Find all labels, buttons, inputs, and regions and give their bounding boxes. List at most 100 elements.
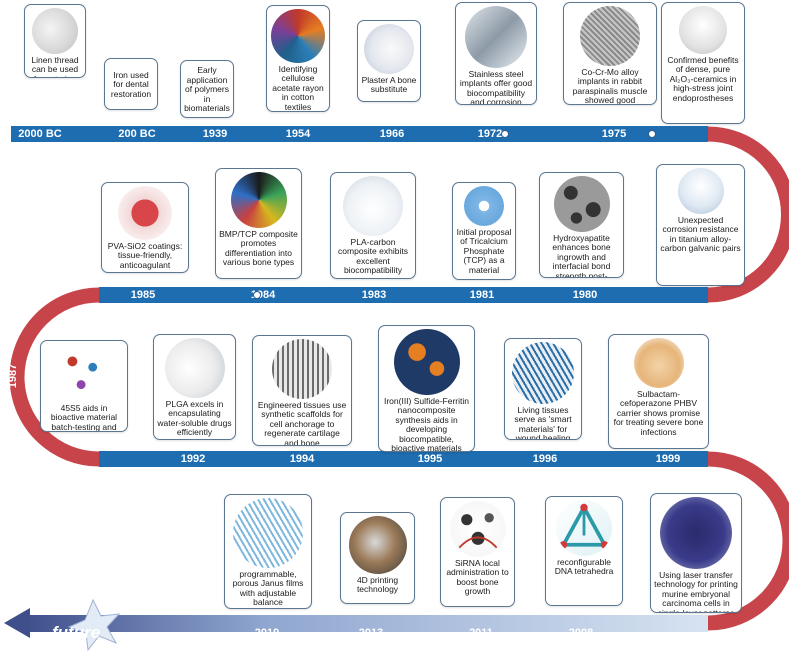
event-card: 45S5 aids in bioactive material batch-te… [40,340,128,432]
year-label: 1992 [180,453,206,465]
event-description: Confirmed benefits of dense, pure Al₂O₃-… [667,55,739,103]
event-description: Unexpected corrosion resistance in titan… [660,215,741,254]
tcp-disc-icon [464,186,504,226]
linen-thread-icon [32,8,78,54]
smart-mesh-icon [512,342,574,404]
event-card: Confirmed benefits of dense, pure Al₂O₃-… [661,2,745,124]
year-label: 2019 [254,627,280,639]
band-row-3 [99,451,708,467]
event-card: Iron used for dental restoration [104,58,158,110]
future-label: future [52,623,101,642]
event-description: Engineered tissues use synthetic scaffol… [257,400,347,446]
event-card: Co-Cr-Mo alloy implants in rabbit parasp… [563,2,657,105]
year-label: 200 BC [118,128,156,140]
laser-printing-icon [660,497,732,569]
year-label: 1985 [130,289,156,301]
event-card: PVA-SiO2 coatings: tissue-friendly, anti… [101,182,189,273]
year-label-vertical: 1979 [769,201,781,227]
event-description: reconfigurable DNA tetrahedra [554,557,614,577]
foot-bone-icon [633,338,684,388]
year-label: 1975 [601,128,627,140]
year-label: 2011 [469,627,493,639]
year-label: 1999 [655,453,681,465]
year-label: 2013 [358,627,384,639]
event-card: Iron(III) Sulfide-Ferritin nanocomposite… [378,325,475,452]
4d-printing-icon [348,516,407,574]
event-card: BMP/TCP composite promotes differentiati… [215,168,302,279]
year-label: 1995 [417,453,443,465]
event-description: Iron used for dental restoration [110,69,152,99]
event-description: Plaster A bone substitute [361,75,417,95]
year-label: 1954 [285,128,311,140]
ceramic-cylinders-icon [679,6,727,54]
event-description: Early application of polymers in biomate… [184,65,230,114]
event-card: Living tissues serve as 'smart materials… [504,338,582,440]
event-card: Hydroxyapatite enhances bone ingrowth an… [539,172,624,278]
janus-film-icon [233,498,303,568]
future-star-icon [67,598,121,652]
event-description: Linen thread can be used for suturing wo… [31,55,79,77]
event-description: Sulbactam-cefoperazone PHBV carrier show… [613,389,704,437]
event-description: Identifying cellulose acetate rayon in c… [272,64,324,112]
event-description: Living tissues serve as 'smart materials… [514,405,572,440]
rayon-threads-icon [271,9,325,63]
timeline-marker [648,130,656,138]
year-label-vertical: 2004 [769,527,781,553]
event-description: Stainless steel implants offer good bioc… [459,69,533,105]
plaster-icon [364,24,414,74]
nanoparticle-cluster-icon [393,329,460,395]
arc-right-3 [707,451,789,631]
porous-scaffold-icon [553,176,610,232]
alloy-texture-icon [580,6,640,66]
sirna-particles-icon [449,501,506,557]
event-description: programmable, porous Janus films with ad… [232,569,304,608]
event-description: BMP/TCP composite promotes differentiati… [219,229,298,268]
plga-particles-icon [164,338,225,398]
event-card: 4D printing technology [340,512,415,604]
dental-implant-icon [677,168,724,214]
event-description: PVA-SiO2 coatings: tissue-friendly, anti… [107,241,183,270]
event-description: Iron(III) Sulfide-Ferritin nanocomposite… [383,396,470,452]
event-card: Linen thread can be used for suturing wo… [24,4,86,78]
band-row-2 [99,287,708,303]
event-card: Sulbactam-cefoperazone PHBV carrier show… [608,334,709,449]
year-label: 2000 BC [18,128,62,140]
event-description: PLA-carbon composite exhibits excellent … [338,237,408,276]
event-description: Using laser transfer technology for prin… [654,570,738,613]
year-label: 1994 [289,453,315,465]
event-description: PLGA excels in encapsulating water-solub… [157,399,232,438]
pla-powder-icon [343,176,403,236]
band-future [24,615,708,632]
steel-implant-icon [465,6,527,68]
event-card: Engineered tissues use synthetic scaffol… [252,335,352,446]
event-card: Identifying cellulose acetate rayon in c… [266,5,330,112]
event-card: Early application of polymers in biomate… [180,60,234,118]
timeline-marker [501,130,509,138]
future-arrowhead [4,608,30,638]
event-description: 4D printing technology [356,575,399,595]
event-card: Unexpected corrosion resistance in titan… [656,164,745,286]
year-label: 1983 [361,289,387,301]
year-label: 1981 [469,289,495,301]
molecular-network-icon [55,344,113,402]
event-card: Using laser transfer technology for prin… [650,493,742,613]
event-card: reconfigurable DNA tetrahedra [545,496,623,606]
event-description: Initial proposal of Tricalcium Phosphate… [456,227,512,275]
year-label: 1966 [379,128,405,140]
year-label: 1996 [532,453,558,465]
year-label: 1980 [572,289,598,301]
band-row-1 [11,126,708,142]
event-description: 45S5 aids in bioactive material batch-te… [50,403,118,432]
year-label: 2008 [568,627,594,639]
event-card: Plaster A bone substitute [357,20,421,102]
blood-vessel-icon [118,186,172,240]
lattice-scaffold-icon [272,339,332,399]
event-card: programmable, porous Janus films with ad… [224,494,312,609]
event-card: Stainless steel implants offer good bioc… [455,2,537,105]
timeline-marker [253,291,261,299]
event-card: PLA-carbon composite exhibits excellent … [330,172,416,279]
event-description: Co-Cr-Mo alloy implants in rabbit parasp… [572,67,648,105]
event-card: PLGA excels in encapsulating water-solub… [153,334,236,440]
